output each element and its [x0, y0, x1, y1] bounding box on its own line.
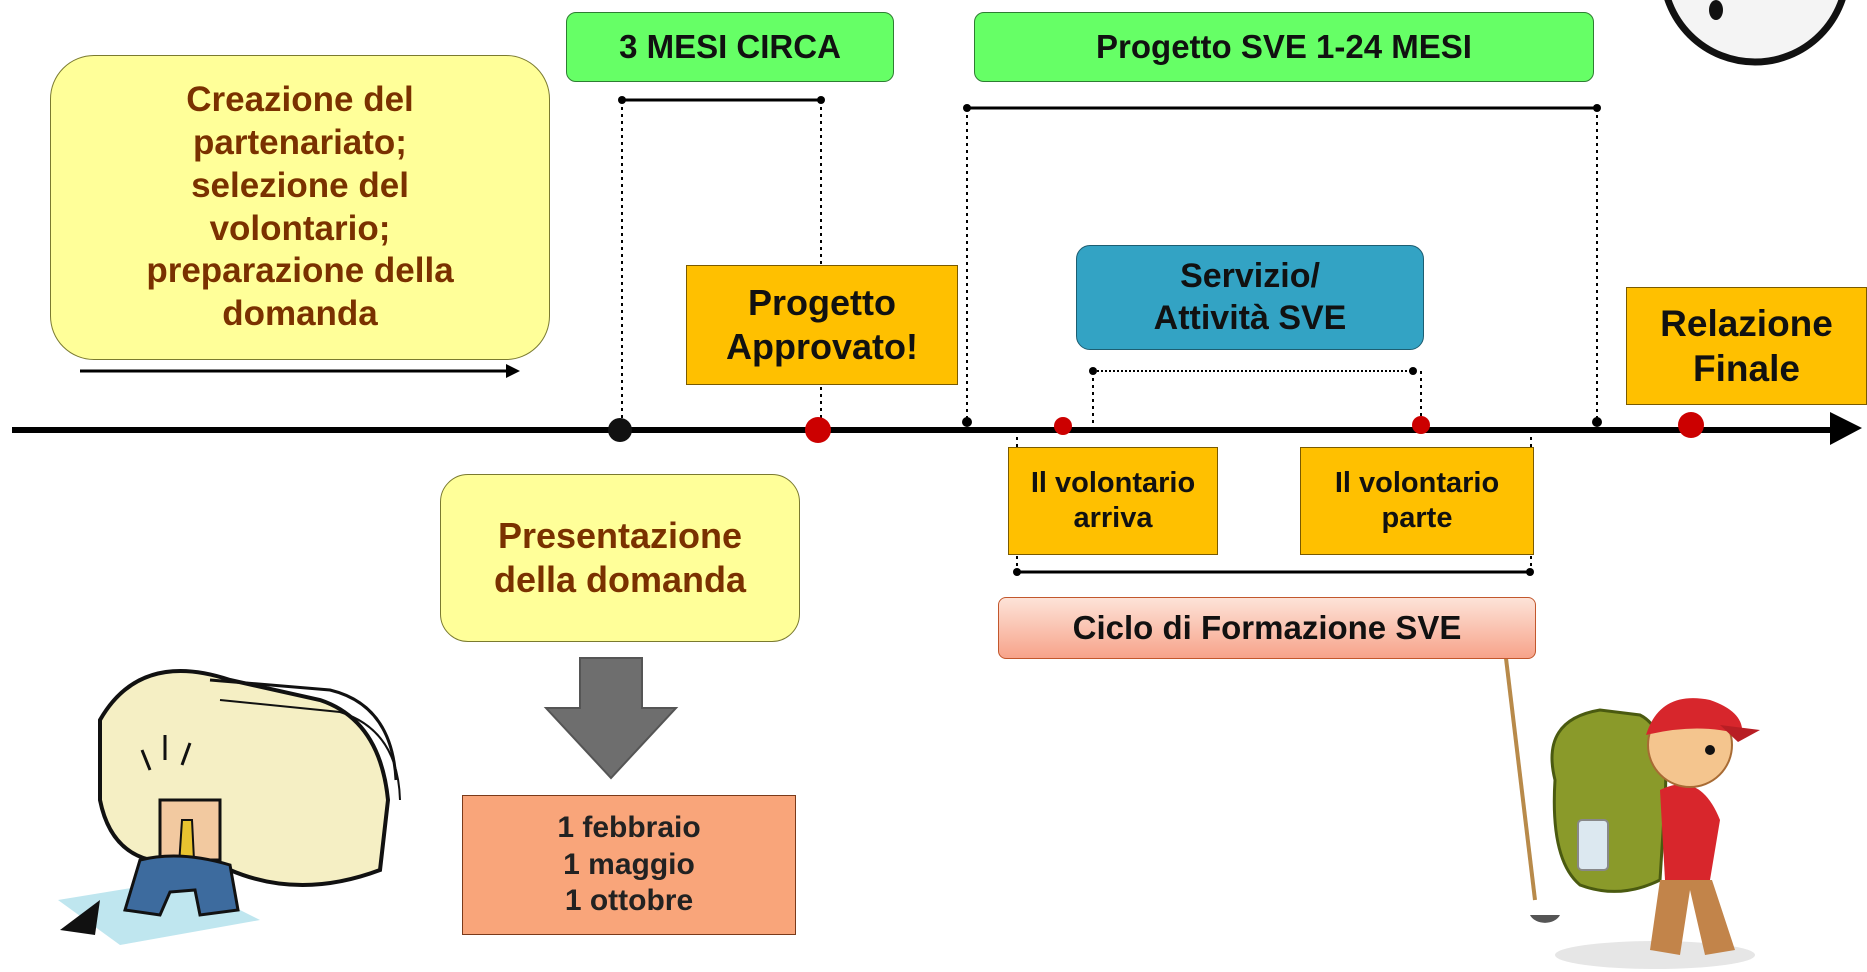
deadlines-box: 1 febbraio 1 maggio 1 ottobre: [462, 795, 796, 935]
hiker-illustration: [1503, 649, 1760, 969]
approved-line-2: Approvato!: [726, 326, 918, 367]
project-approved-box: Progetto Approvato!: [686, 265, 958, 385]
final-report-marker: [1678, 412, 1704, 438]
training-cycle-text: Ciclo di Formazione SVE: [1072, 608, 1462, 646]
person-with-folder-illustration: [58, 669, 401, 945]
service-line-2: Attività SVE: [1153, 298, 1347, 337]
top-left-line-3: selezione del: [191, 165, 409, 205]
application-line-2: della domanda: [493, 559, 747, 600]
service-line-1: Servizio/: [1180, 257, 1320, 296]
down-arrow-icon: [543, 657, 679, 780]
final-report-box: Relazione Finale: [1626, 287, 1867, 405]
project-duration-bracket: [962, 104, 1602, 427]
final-report-line-2: Finale: [1693, 348, 1800, 389]
three-months-label: 3 MESI CIRCA: [566, 12, 894, 82]
submission-marker: [608, 418, 632, 442]
service-bracket: [1089, 367, 1422, 425]
service-activity-box: Servizio/ Attività SVE: [1076, 245, 1424, 350]
partnership-creation-box: Creazione del partenariato; selezione de…: [50, 55, 550, 360]
deadline-3: 1 ottobre: [564, 884, 694, 918]
deadline-1: 1 febbraio: [557, 811, 701, 845]
top-left-line-2: partenariato;: [193, 123, 407, 163]
arrives-line-1: Il volontario: [1030, 466, 1196, 499]
arrival-marker: [1054, 417, 1072, 435]
final-report-line-1: Relazione: [1660, 302, 1833, 344]
application-line-1: Presentazione: [497, 515, 743, 557]
deadline-2: 1 maggio: [563, 847, 695, 881]
approval-marker: [805, 417, 831, 443]
top-left-line-6: domanda: [222, 293, 378, 333]
arrives-line-2: arriva: [1073, 502, 1153, 534]
application-submission-box: Presentazione della domanda: [440, 474, 800, 642]
training-cycle-label: Ciclo di Formazione SVE: [998, 597, 1536, 659]
project-duration-label: Progetto SVE 1-24 MESI: [974, 12, 1594, 82]
volunteer-leaves-box: Il volontario parte: [1300, 447, 1534, 555]
leaves-line-1: Il volontario: [1334, 466, 1500, 499]
top-left-line-1: Creazione del: [186, 80, 414, 120]
project-duration-text: Progetto SVE 1-24 MESI: [1096, 27, 1472, 65]
three-months-text: 3 MESI CIRCA: [619, 27, 841, 65]
stopwatch-icon: [1664, 0, 1846, 66]
volunteer-arrives-box: Il volontario arriva: [1008, 447, 1218, 555]
departure-marker: [1412, 416, 1430, 434]
approved-line-1: Progetto: [748, 282, 896, 324]
leaves-line-2: parte: [1381, 502, 1453, 534]
top-left-line-5: preparazione della: [146, 251, 454, 291]
top-left-line-4: volontario;: [209, 208, 391, 248]
timeline-axis: [12, 412, 1862, 445]
